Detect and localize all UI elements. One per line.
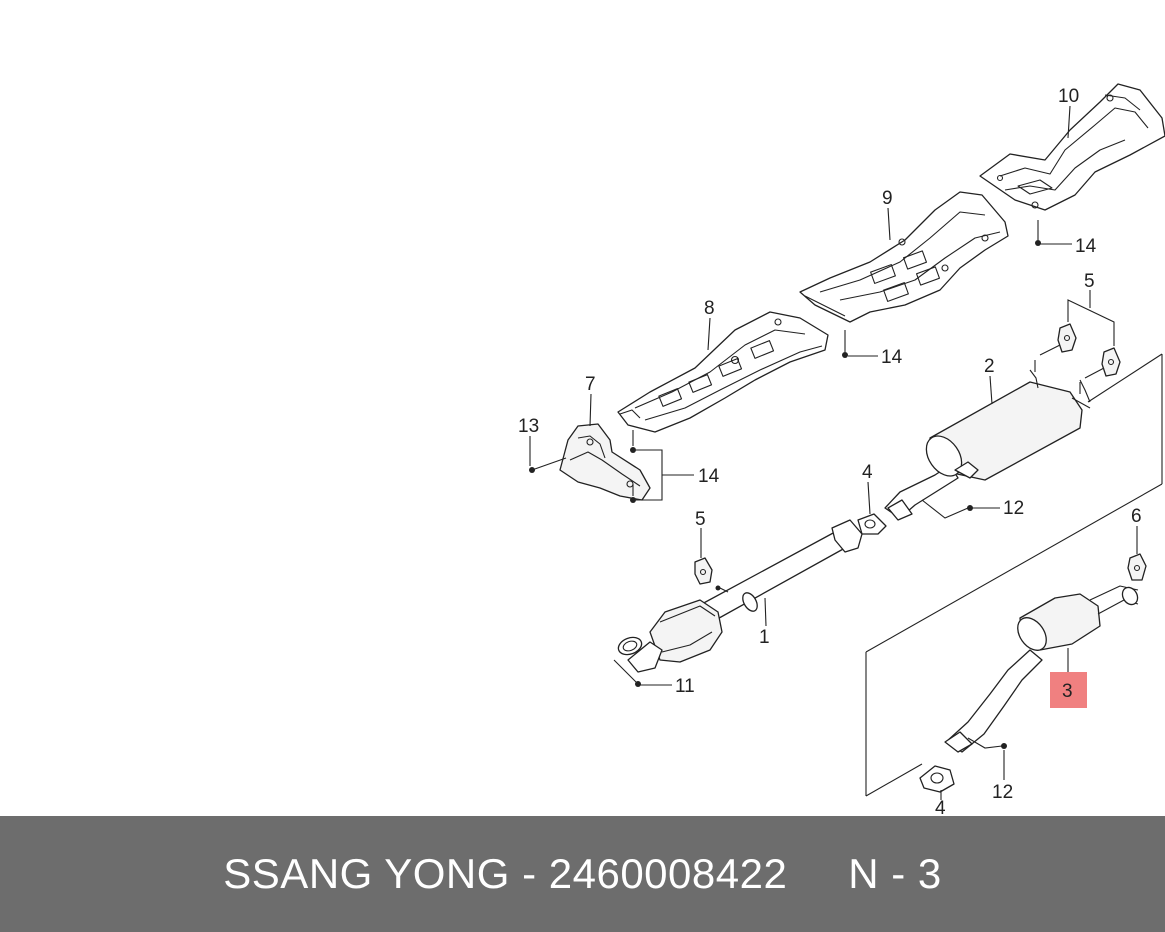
callout-14-b: 14 (881, 347, 903, 368)
heat-shield-8[interactable] (617, 311, 829, 433)
callout-1: 1 (759, 627, 770, 648)
callout-13: 13 (518, 416, 539, 437)
hanger-6[interactable] (1127, 553, 1147, 581)
callout-12-b: 12 (992, 782, 1013, 803)
brand-name: SSANG YONG (223, 850, 510, 897)
center-muffler-2[interactable] (884, 369, 1091, 521)
hanger-5-b[interactable] (1034, 323, 1077, 372)
heat-shield-9[interactable] (799, 191, 1009, 323)
callout-3: 3 (1062, 681, 1073, 702)
callout-5-a: 5 (695, 509, 706, 530)
rear-muffler-3[interactable] (944, 585, 1141, 753)
hanger-5-a[interactable] (694, 557, 713, 585)
callout-11: 11 (675, 676, 695, 697)
gasket-4-b[interactable] (919, 765, 955, 793)
callout-10: 10 (1058, 86, 1079, 107)
heat-shield-10[interactable] (979, 83, 1165, 211)
bolt-14-b[interactable] (842, 330, 848, 358)
callout-14-c: 14 (698, 466, 720, 487)
callout-4-b: 4 (935, 798, 946, 816)
spacer (787, 850, 848, 897)
part-number: 2460008422 (548, 850, 788, 897)
heat-shield-7[interactable] (559, 423, 651, 501)
footer-caption: SSANG YONG - 2460008422 N - 3 (223, 850, 941, 898)
assembly-box-3 (865, 353, 1163, 797)
bolt-13[interactable] (529, 457, 567, 473)
separator: - (509, 850, 549, 897)
callout-8: 8 (704, 298, 715, 319)
highlight-box (1050, 672, 1087, 708)
callout-6: 6 (1131, 506, 1142, 527)
exploded-diagram: 10 14 9 14 8 7 13 14 5 2 4 12 5 1 11 6 3… (518, 83, 1165, 816)
leader-lines (529, 105, 1138, 800)
callout-4-a: 4 (862, 462, 873, 483)
footer-bar: SSANG YONG - 2460008422 N - 3 (0, 816, 1165, 932)
callout-2: 2 (984, 356, 995, 377)
bolt-14-a[interactable] (1035, 220, 1041, 246)
callout-9: 9 (882, 188, 893, 209)
callout-12-a: 12 (1003, 498, 1024, 519)
bolt-11[interactable] (613, 659, 641, 687)
callout-7: 7 (585, 374, 596, 395)
diagram-position: N - 3 (848, 850, 942, 897)
callout-14-a: 14 (1075, 236, 1097, 257)
bolt-14-c[interactable] (630, 430, 636, 503)
callouts: 10 14 9 14 8 7 13 14 5 2 4 12 5 1 11 6 3… (518, 86, 1142, 816)
callout-5-b: 5 (1084, 271, 1095, 292)
hanger-5-c[interactable] (1079, 347, 1121, 394)
gasket-4-a[interactable] (857, 513, 887, 535)
front-pipe-1[interactable] (616, 519, 863, 673)
